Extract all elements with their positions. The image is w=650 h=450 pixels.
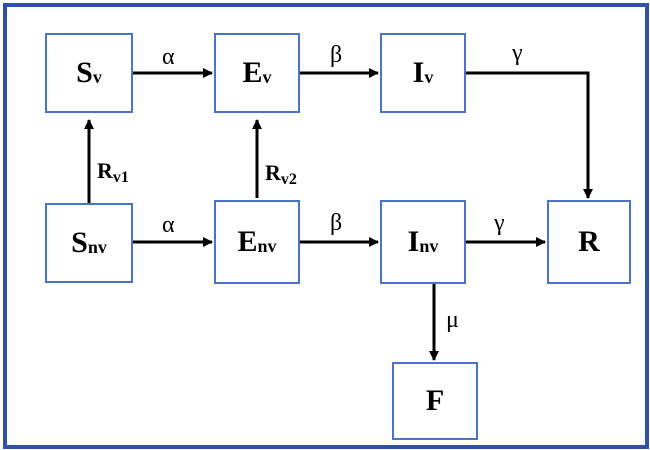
node-iv-sub: v	[424, 66, 434, 87]
label-rv1-main: R	[97, 158, 113, 183]
label-alpha-bottom: α	[162, 212, 175, 238]
node-inv-main: I	[407, 225, 420, 258]
label-alpha-top: α	[162, 44, 175, 70]
node-ev-main: E	[242, 56, 263, 89]
node-snv-sub: nv	[87, 236, 107, 257]
node-r-main: R	[578, 225, 600, 258]
node-inv-sub: nv	[419, 235, 439, 256]
node-f-main: F	[425, 384, 445, 417]
label-rv2-main: R	[265, 160, 281, 185]
label-rv1-sub: v1	[112, 169, 129, 186]
node-iv-main: I	[412, 56, 425, 89]
node-f: F	[392, 362, 478, 440]
node-env-main: E	[237, 225, 258, 258]
node-env-sub: nv	[257, 235, 277, 256]
label-gamma-bottom: γ	[494, 210, 505, 236]
label-rv1: Rv1	[97, 158, 129, 186]
arrow-iv-to-r	[466, 71, 593, 199]
label-gamma-top: γ	[512, 40, 523, 66]
label-rv2-sub: v2	[280, 171, 297, 188]
label-beta-bottom: β	[330, 210, 343, 236]
node-ev-sub: v	[262, 66, 272, 87]
node-r: R	[547, 200, 631, 284]
label-rv2: Rv2	[265, 160, 297, 188]
label-beta-top: β	[330, 42, 343, 68]
node-sv-main: S	[76, 56, 93, 89]
node-sv-sub: v	[92, 66, 102, 87]
node-snv-main: S	[71, 226, 88, 259]
label-mu: μ	[446, 307, 459, 333]
